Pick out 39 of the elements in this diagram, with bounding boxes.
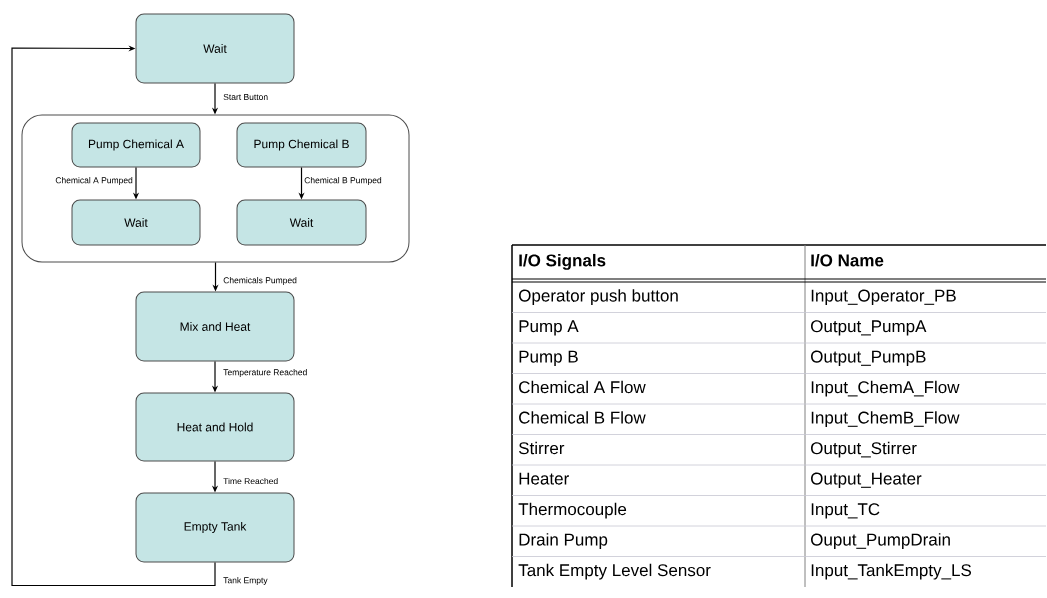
edge-label: Start Button xyxy=(222,93,270,101)
table-text: Input_TC xyxy=(811,503,880,519)
table-text: Pump A xyxy=(519,320,579,336)
edge-label: Time Reached xyxy=(222,476,280,486)
table-text: Pump B xyxy=(519,350,578,366)
column-header: I/O Signals xyxy=(519,253,606,270)
edge-label: Chemical B Pumped xyxy=(303,176,383,186)
state-box: Wait xyxy=(236,199,367,246)
state-box: Pump Chemical B xyxy=(236,122,367,168)
table-text: Input_TankEmpty_LS xyxy=(811,563,971,580)
group-box xyxy=(21,114,410,263)
table-text: Output_Heater xyxy=(811,472,922,488)
table-text: Heater xyxy=(519,472,569,485)
state-box: Heat and Hold xyxy=(135,392,295,462)
state-box: Pump Chemical A xyxy=(71,122,201,168)
table-text: Output_Stirrer xyxy=(811,441,917,458)
table-text: Tank Empty Level Sensor xyxy=(518,563,711,580)
table-text: Chemical A Flow xyxy=(519,380,646,394)
table-text: Input_ChemB_Flow xyxy=(811,411,960,427)
state-box: Wait xyxy=(135,13,295,84)
table-text: Ouput_PumpDrain xyxy=(811,533,950,549)
column-header: I/O Name xyxy=(811,253,884,267)
state-box: Wait xyxy=(71,199,201,246)
edge-label: Chemical A Pumped xyxy=(54,176,134,186)
edge-label: Tank Empty xyxy=(222,576,269,586)
table-text: Input_Operator_PB xyxy=(811,289,956,305)
edge-label: Temperature Reached xyxy=(222,368,309,378)
edge-label: Chemicals Pumped xyxy=(222,276,298,286)
table-text: Operator push button xyxy=(519,289,678,305)
table-text: Stirrer xyxy=(518,441,565,455)
table-text: Thermocouple xyxy=(518,502,627,519)
state-box: Empty Tank xyxy=(135,492,295,563)
state-box: Mix and Heat xyxy=(135,291,295,362)
table-text: Drain Pump xyxy=(519,533,608,549)
arrow xyxy=(11,45,216,587)
table-text: Output_PumpA xyxy=(811,320,927,336)
table-text: Output_PumpB xyxy=(811,350,926,366)
table-text: Chemical B Flow xyxy=(519,411,646,424)
table-text: Input_ChemA_Flow xyxy=(811,380,960,397)
